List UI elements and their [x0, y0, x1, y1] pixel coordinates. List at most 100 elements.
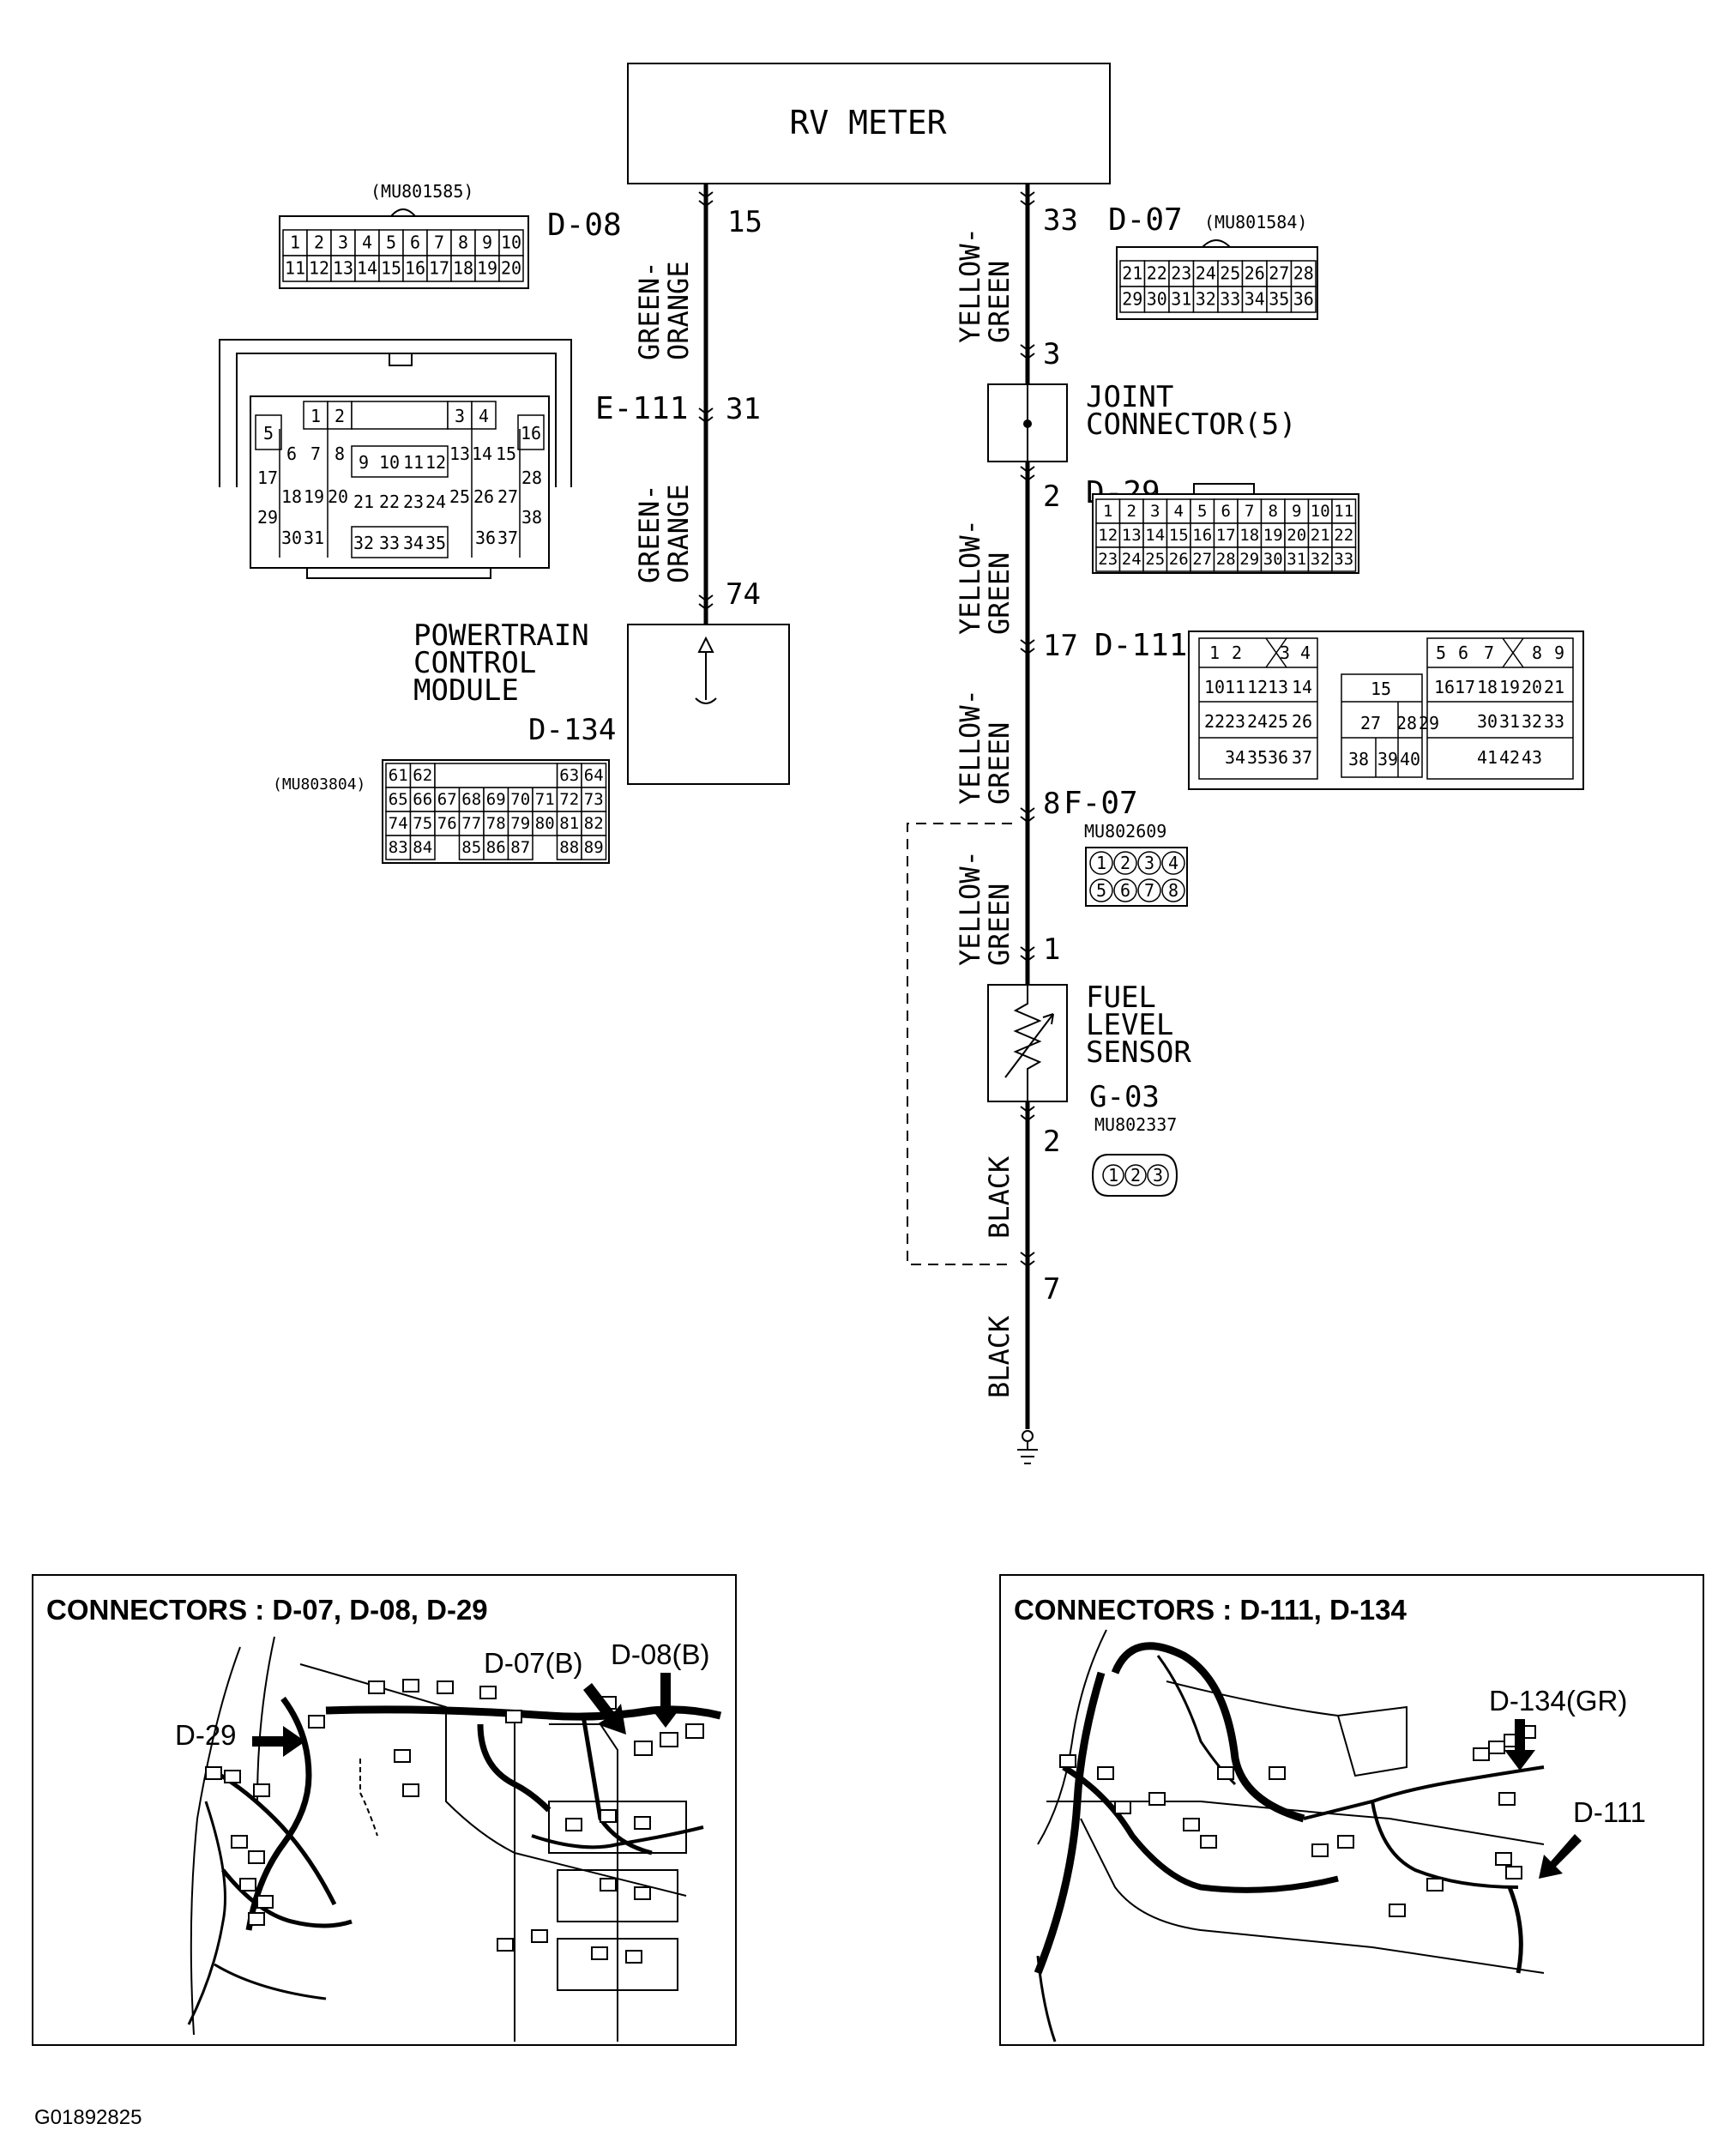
svg-text:GREEN: GREEN: [983, 552, 1016, 635]
panel-right-illustration: [1034, 1629, 1545, 2042]
callout-arrow-d134: [1504, 1719, 1535, 1771]
wire-color-black-1: BLACK: [983, 1155, 1016, 1239]
svg-text:29: 29: [257, 507, 278, 528]
svg-text:3: 3: [1280, 643, 1290, 663]
g03-pin-label: 3: [1153, 1165, 1163, 1186]
svg-text:15: 15: [1371, 679, 1391, 699]
d29-pin-label: 32: [1311, 550, 1330, 569]
connector-e111-label: E-111: [595, 391, 688, 426]
d29-pin-cell: [1142, 546, 1168, 572]
svg-text:16: 16: [521, 423, 541, 443]
d29-pin-cell: [1307, 498, 1333, 524]
svg-text:4: 4: [479, 406, 489, 426]
panel-right-connectors: [1059, 1725, 1536, 1917]
callout-d111: D-111: [1573, 1796, 1646, 1828]
svg-text:43: 43: [1522, 747, 1542, 768]
panel-left: [32, 1574, 737, 2046]
d134-pin-label: 65: [389, 790, 408, 809]
d134-pin-cell: [581, 835, 607, 860]
d134-pin-label: 64: [584, 766, 604, 785]
d134-pin-cell: [507, 811, 533, 836]
svg-text:24: 24: [425, 492, 446, 512]
d08-pin-label: 16: [405, 258, 425, 279]
wire-color-yg-3: YELLOW- GREEN: [954, 689, 1016, 805]
f07-pin-label: 5: [1096, 880, 1106, 901]
svg-text:7: 7: [310, 443, 321, 464]
svg-text:36: 36: [475, 528, 496, 548]
pcm-line-3: MODULE: [413, 673, 519, 708]
svg-text:27: 27: [497, 486, 518, 507]
d29-pin-label: 19: [1263, 526, 1283, 545]
d08-pin-cell: [354, 255, 380, 282]
svg-text:32: 32: [1522, 711, 1542, 732]
d08-pin-cell: [426, 229, 452, 256]
d29-pin-label: 24: [1122, 550, 1142, 569]
d29-pin-label: 26: [1169, 550, 1189, 569]
pin-33: 33: [1043, 203, 1078, 238]
d07-pin-cell: [1266, 260, 1293, 287]
svg-text:GREEN: GREEN: [983, 722, 1016, 805]
connector-d134-label: D-134: [528, 713, 616, 747]
svg-text:BLACK: BLACK: [983, 1315, 1016, 1398]
svg-text:4: 4: [1300, 643, 1311, 663]
f07-part-number: MU802609: [1084, 821, 1166, 842]
f07-pin-label: 8: [1168, 880, 1178, 901]
callout-arrow-d29: [252, 1726, 305, 1757]
svg-text:5: 5: [263, 423, 274, 443]
f07-pin-circle: [1089, 851, 1113, 875]
d08-pin-cell: [402, 255, 428, 282]
d134-part-number: (MU803804): [273, 775, 365, 793]
d134-pin-label: 71: [535, 790, 555, 809]
callout-d07: D-07(B): [484, 1647, 583, 1679]
d07-pin-label: 28: [1293, 263, 1314, 284]
svg-text:33: 33: [1544, 711, 1564, 732]
d08-pin-cell: [282, 255, 308, 282]
pin-2: 2: [1043, 480, 1060, 514]
d134-pin-cell: [385, 763, 412, 788]
d29-pin-label: 11: [1334, 502, 1353, 521]
svg-text:GREEN: GREEN: [983, 261, 1016, 343]
svg-text:37: 37: [1292, 747, 1312, 768]
d07-pin-label: 29: [1122, 289, 1142, 310]
svg-text:YELLOW-: YELLOW-: [954, 519, 986, 635]
d07-pin-label: 34: [1245, 289, 1265, 310]
pcm-line-2: CONTROL: [413, 646, 536, 680]
svg-text:31: 31: [1499, 711, 1520, 732]
svg-text:40: 40: [1400, 749, 1420, 769]
svg-text:25: 25: [1268, 711, 1288, 732]
d29-pin-label: 27: [1192, 550, 1212, 569]
d07-pin-cell: [1192, 286, 1219, 313]
d134-pin-label: 66: [413, 790, 432, 809]
svg-text:YELLOW-: YELLOW-: [954, 227, 986, 343]
wire-color-label-top: GREEN- ORANGE: [633, 261, 695, 360]
d08-pin-label: 18: [453, 258, 473, 279]
f07-pin-label: 4: [1168, 853, 1178, 873]
connector-d08-label: D-08: [547, 208, 622, 243]
wire-color-yg-4: YELLOW- GREEN: [954, 850, 1016, 966]
f07-pin-circle: [1113, 851, 1137, 875]
svg-text:35: 35: [1247, 747, 1268, 768]
g03-pin-label: 2: [1130, 1165, 1141, 1186]
d134-pin-label: 84: [413, 838, 432, 857]
svg-text:19: 19: [304, 486, 324, 507]
pin-74: 74: [726, 577, 761, 612]
d07-pin-label: 30: [1147, 289, 1167, 310]
svg-text:12: 12: [1247, 677, 1268, 697]
d08-pin-label: 5: [386, 232, 396, 253]
d134-blank-cell: [434, 763, 558, 788]
svg-text:27: 27: [1360, 713, 1381, 733]
d29-pin-label: 3: [1150, 502, 1160, 521]
svg-text:GREEN: GREEN: [983, 884, 1016, 966]
d134-pin-cell: [409, 835, 436, 860]
f07-pin-circle: [1161, 851, 1185, 875]
d08-pin-label: 7: [434, 232, 444, 253]
d134-pin-label: 83: [389, 838, 408, 857]
d07-pin-cell: [1266, 286, 1293, 313]
svg-text:ORANGE: ORANGE: [662, 484, 695, 583]
d29-pin-cell: [1260, 546, 1286, 572]
sensor-line-1: FUEL: [1086, 980, 1156, 1015]
d08-part-number: (MU801585): [371, 181, 473, 202]
figure-id: G01892825: [34, 2106, 142, 2129]
d29-pin-label: 7: [1245, 502, 1254, 521]
